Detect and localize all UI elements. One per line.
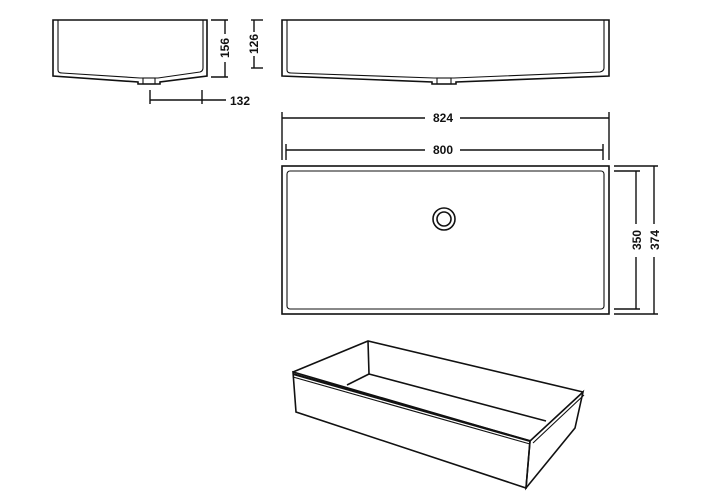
dim-126-label: 126 (247, 34, 261, 54)
top-view (281, 165, 610, 315)
dimension-350: 350 (614, 170, 644, 310)
dim-800-label: 800 (433, 143, 453, 157)
front-view (281, 19, 610, 85)
dimension-132: 132 (149, 90, 250, 108)
dimension-800: 800 (285, 143, 604, 160)
dim-156-label: 156 (218, 38, 232, 58)
dimension-156: 156 (211, 19, 232, 78)
isometric-view (292, 340, 585, 491)
dimension-824: 824 (281, 111, 610, 160)
dimension-374: 374 (614, 165, 662, 315)
dim-374-label: 374 (648, 230, 662, 250)
dim-824-label: 824 (433, 111, 453, 125)
dim-132-label: 132 (230, 94, 250, 108)
dim-350-label: 350 (630, 230, 644, 250)
side-view (52, 19, 208, 85)
drain-outer-icon (432, 207, 456, 231)
dimension-126: 126 (247, 19, 263, 69)
drain-inner-icon (436, 211, 452, 227)
